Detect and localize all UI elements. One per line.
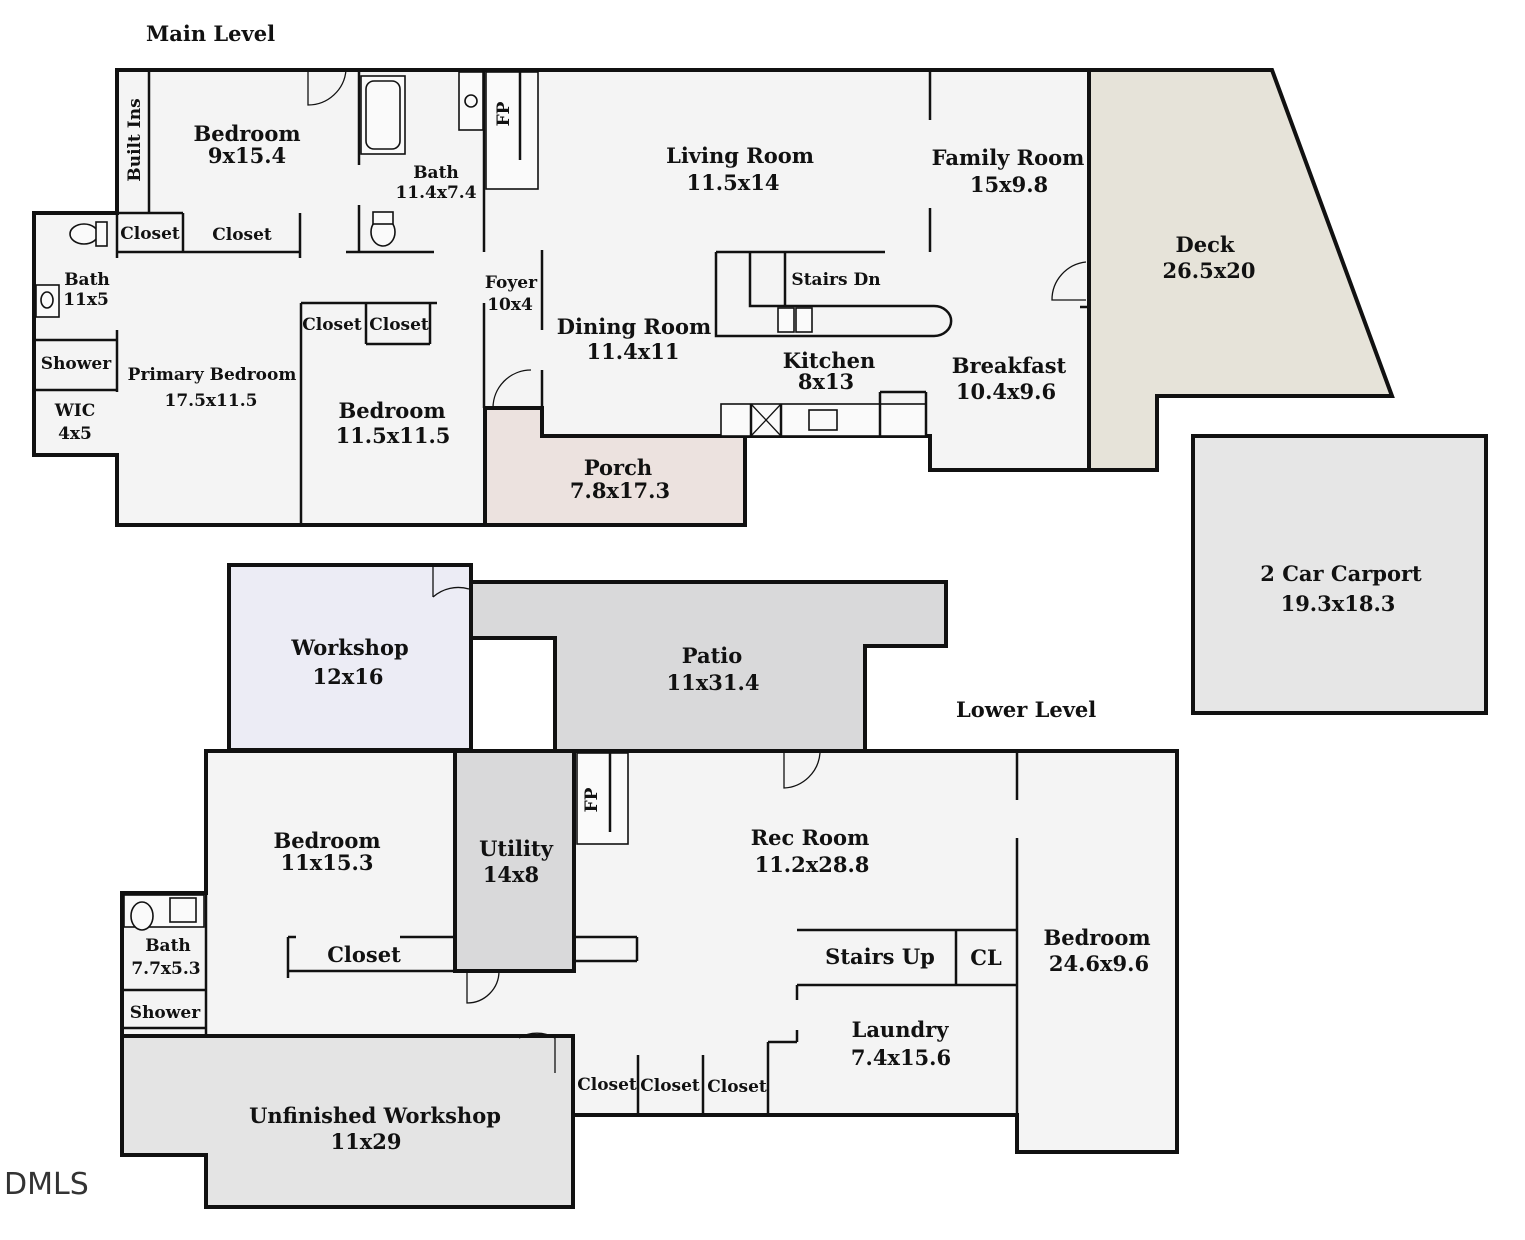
bath-hall-name: Bath — [413, 163, 459, 183]
breakfast-name: Breakfast — [952, 353, 1067, 378]
unfinished-workshop-name: Unfinished Workshop — [249, 1103, 501, 1128]
bedroom-front-size: 9x15.4 — [208, 143, 286, 168]
lower-level-heading: Lower Level — [956, 697, 1096, 722]
closet-a-label: Closet — [120, 224, 180, 244]
workshop-size: 12x16 — [313, 664, 384, 689]
kitchen-size: 8x13 — [798, 369, 854, 394]
closet-c-label: Closet — [302, 315, 362, 335]
patio-name: Patio — [682, 643, 743, 668]
primary-bedroom-name: Primary Bedroom — [128, 365, 297, 385]
kitchen-name: Kitchen — [783, 348, 876, 373]
wic-size: 4x5 — [58, 424, 92, 444]
dining-room-name: Dining Room — [557, 314, 711, 339]
foyer-size: 10x4 — [487, 295, 533, 315]
bath-primary-size: 11x5 — [63, 290, 109, 310]
lower-fireplace-label: FP — [582, 787, 602, 812]
wic-name: WIC — [54, 401, 96, 421]
dining-room-size: 11.4x11 — [587, 339, 680, 364]
bedroom-mid-name: Bedroom — [338, 398, 445, 423]
primary-bedroom-size: 17.5x11.5 — [165, 391, 258, 411]
deck-size: 26.5x20 — [1163, 258, 1256, 283]
stairs-up-label: Stairs Up — [825, 944, 935, 969]
family-room-name: Family Room — [932, 145, 1085, 170]
closet-b-label: Closet — [212, 225, 272, 245]
main-fireplace-label: FP — [494, 101, 514, 126]
porch-size: 7.8x17.3 — [570, 478, 670, 503]
rec-room-size: 11.2x28.8 — [755, 852, 870, 877]
carport-name: 2 Car Carport — [1260, 561, 1422, 586]
laundry-size: 7.4x15.6 — [851, 1045, 951, 1070]
workshop-area — [227, 563, 473, 752]
living-room-size: 11.5x14 — [687, 170, 780, 195]
built-ins-label: Built Ins — [125, 98, 145, 181]
bath-hall-size: 11.4x7.4 — [395, 183, 476, 203]
carport-size: 19.3x18.3 — [1281, 591, 1396, 616]
bedroom-right-name: Bedroom — [1043, 925, 1150, 950]
closet-3-label: Closet — [707, 1077, 767, 1097]
cl-label: CL — [970, 945, 1002, 970]
lower-level-walls — [122, 565, 1019, 1115]
porch-name: Porch — [584, 455, 652, 480]
unfinished-workshop-size: 11x29 — [331, 1129, 402, 1154]
patio-size: 11x31.4 — [667, 670, 760, 695]
lower-shower-label: Shower — [130, 1003, 201, 1023]
main-level-heading: Main Level — [146, 21, 275, 46]
main-level-walls — [34, 69, 1089, 525]
bedroom-mid-size: 11.5x11.5 — [336, 423, 451, 448]
lower-closet-main-label: Closet — [327, 942, 401, 967]
deck-name: Deck — [1176, 232, 1235, 257]
lower-level-floor — [120, 563, 1179, 1209]
carport-area — [1191, 434, 1488, 715]
utility-area — [453, 749, 576, 973]
bedroom-right-size: 24.6x9.6 — [1049, 951, 1149, 976]
main-fireplace-box — [485, 71, 539, 190]
lower-fireplace-box — [576, 752, 629, 845]
bath-primary-name: Bath — [64, 270, 110, 290]
family-room-size: 15x9.8 — [970, 172, 1048, 197]
foyer-name: Foyer — [485, 273, 538, 293]
closet-1-label: Closet — [577, 1075, 637, 1095]
laundry-name: Laundry — [852, 1017, 950, 1042]
stairs-dn-label: Stairs Dn — [791, 270, 880, 290]
main-level-labels: Bedroom 9x15.4 Built Ins Bath 11.4x7.4 F… — [41, 98, 1256, 503]
workshop-name: Workshop — [290, 635, 408, 660]
bedroom-left-name: Bedroom — [273, 828, 380, 853]
deck-area — [1087, 68, 1395, 472]
rec-room-name: Rec Room — [751, 825, 870, 850]
bedroom-left-size: 11x15.3 — [281, 850, 374, 875]
watermark: DMLS — [4, 1167, 89, 1202]
breakfast-size: 10.4x9.6 — [956, 379, 1056, 404]
living-room-name: Living Room — [666, 143, 814, 168]
utility-size: 14x8 — [483, 862, 539, 887]
lower-bath-size: 7.7x5.3 — [131, 959, 200, 979]
lower-level-labels: Workshop 12x16 Patio 11x31.4 Bedroom 11x… — [130, 635, 1151, 1154]
bedroom-front-name: Bedroom — [193, 121, 300, 146]
utility-name: Utility — [479, 836, 554, 861]
shower-label: Shower — [41, 354, 112, 374]
closet-d-label: Closet — [369, 315, 429, 335]
closet-2-label: Closet — [640, 1076, 700, 1096]
lower-bath-name: Bath — [145, 936, 191, 956]
